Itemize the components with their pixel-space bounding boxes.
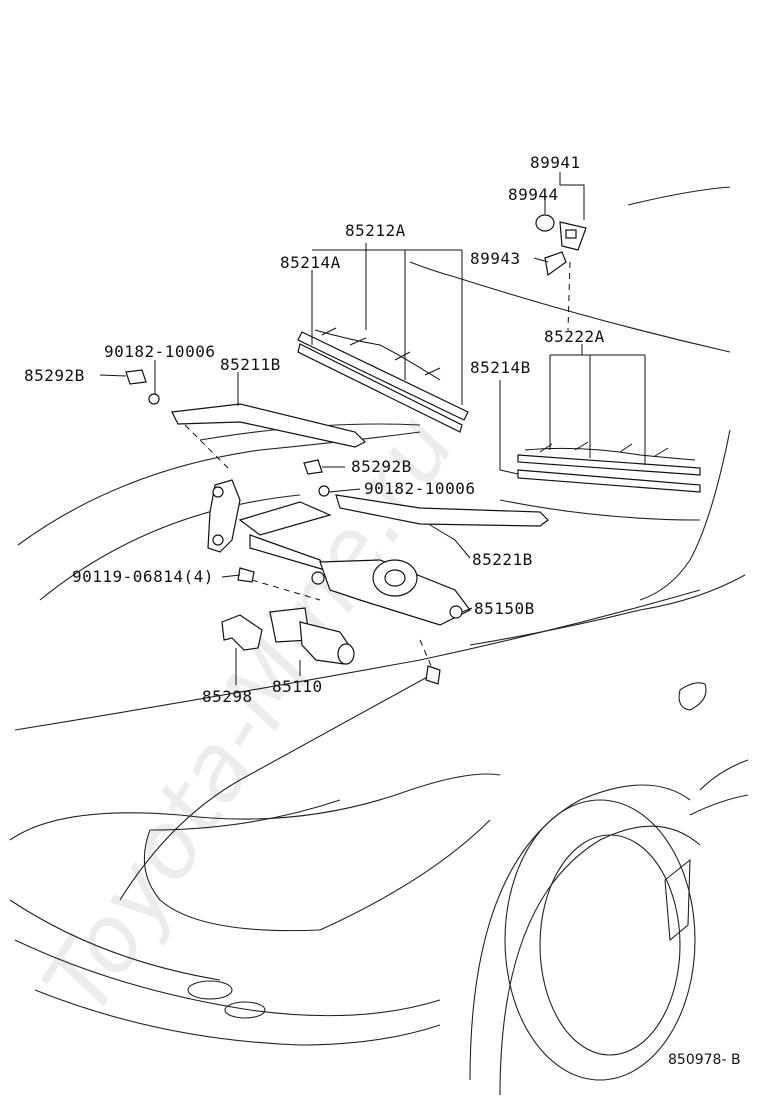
bolt-linkage xyxy=(237,567,255,583)
wiper-arm-right xyxy=(335,494,549,527)
lower-bolt-dashed-guide xyxy=(419,639,433,669)
label-85110: 85110 xyxy=(272,677,323,696)
wiper-blade-left xyxy=(297,327,469,433)
label-89943: 89943 xyxy=(470,249,521,268)
label-85150B: 85150B xyxy=(474,599,535,618)
label-85292B-right: 85292B xyxy=(351,457,412,476)
cap-left xyxy=(125,369,147,385)
label-85214A: 85214A xyxy=(280,253,341,272)
label-90182-10006-top: 90182-10006 xyxy=(104,342,215,361)
nut-left xyxy=(148,393,160,405)
car-body-outline xyxy=(9,186,749,1096)
wiper-linkage xyxy=(207,479,471,626)
label-89941: 89941 xyxy=(530,153,581,172)
wiper-motor xyxy=(269,607,355,665)
label-89944: 89944 xyxy=(508,185,559,204)
washer-nozzle xyxy=(535,214,587,277)
label-85212A: 85212A xyxy=(345,221,406,240)
wiper-arm-left xyxy=(171,403,367,471)
label-85292B-left: 85292B xyxy=(24,366,85,385)
bolt-lower xyxy=(425,665,441,685)
bolt-dashed-guide xyxy=(251,579,321,601)
label-90119-06814: 90119-06814(4) xyxy=(72,567,214,586)
leader-lines xyxy=(99,172,646,685)
label-85298: 85298 xyxy=(202,687,253,706)
nut-right xyxy=(318,485,330,497)
label-85222A: 85222A xyxy=(544,327,605,346)
label-85221B: 85221B xyxy=(472,550,533,569)
nozzle-dashed-guide xyxy=(567,261,571,331)
label-90182-10006-right: 90182-10006 xyxy=(364,479,475,498)
label-85214B: 85214B xyxy=(470,358,531,377)
wiper-blade-right xyxy=(517,441,701,493)
label-85211B: 85211B xyxy=(220,355,281,374)
bracket xyxy=(221,614,263,651)
cap-right xyxy=(303,459,323,475)
reference-code: 850978- B xyxy=(668,1052,741,1068)
